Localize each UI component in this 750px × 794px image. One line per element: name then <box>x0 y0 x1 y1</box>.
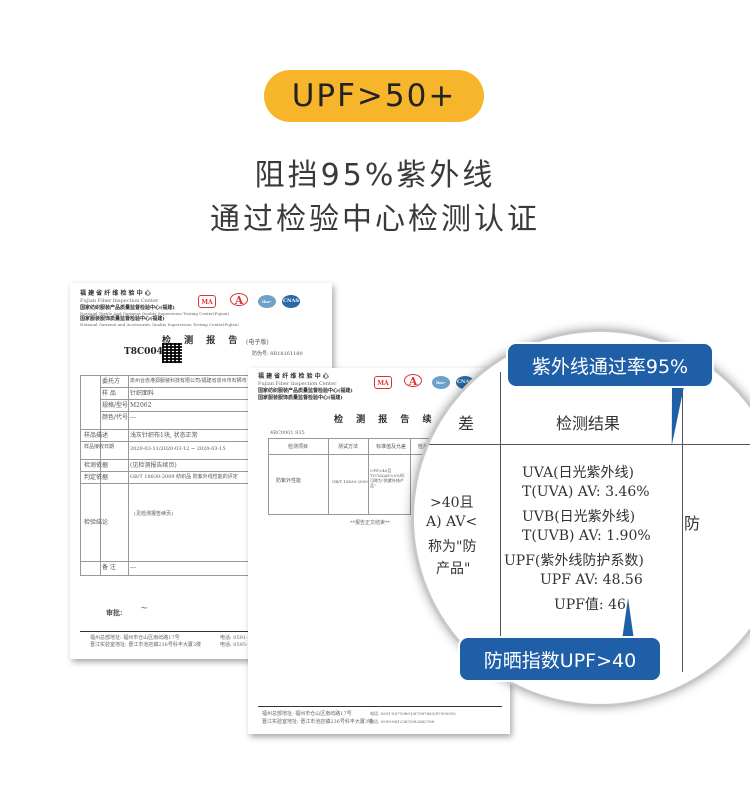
qr-code <box>162 343 182 363</box>
callout-pointer-bottom <box>622 598 634 640</box>
anti-fake-number: 防伪号: 8R18161180 <box>252 351 303 357</box>
footer-tel-1: 电话: 0591-83710801 <box>220 635 274 641</box>
row-value: M2062 <box>130 402 152 409</box>
center-name-2-en: National Garment and Accessories Quality… <box>80 322 239 327</box>
center-name-2: 国家服装服饰质量监督检验中心(福建) <box>258 395 343 401</box>
result-upf-value: UPF值: 46 <box>554 597 626 613</box>
row-value: --- <box>130 564 137 571</box>
footer-tel-2: 电话: 0595-88123670/82682768 <box>370 719 435 724</box>
row-value: 浅灰针织布1块, 状态正常 <box>130 432 198 439</box>
row-label: 委托方 <box>102 378 121 385</box>
org-name: 福 建 省 纤 维 检 验 中 心 <box>80 290 151 297</box>
cma-logo: MA <box>198 295 216 308</box>
result-upf-label: UPF(紫外线防护系数) <box>504 553 644 569</box>
footer-tel-1: 电话: 0591-83710801/87987663/87993992 <box>370 711 456 716</box>
result-uvb-label: UVB(日光紫外线) <box>522 509 636 525</box>
mag-standard-3: 称为"防 <box>428 539 477 555</box>
upf-index-callout: 防晒指数UPF>40 <box>460 638 660 680</box>
row-label: 备 注 <box>102 564 116 571</box>
report-title: 检 测 报 告 <box>162 336 243 346</box>
continuation-title: 检 测 报 告 续 页 <box>334 415 459 425</box>
report-number: 4RC0001 935 <box>270 430 305 436</box>
center-name-1-en: National Textile And Garment Quality Sup… <box>80 311 230 316</box>
row-label: 样品接收日期 <box>84 444 115 450</box>
row-value: 2020-03-11/2020-03-12 ~ 2020-03-15 <box>130 446 226 452</box>
report-barcode: T8C0043 <box>124 347 170 357</box>
approval-label: 审批: <box>106 608 123 617</box>
footer-address-2: 晋江实验室地址: 晋江市池店镇236号科丰大厦3楼 <box>90 642 202 648</box>
row-value: GB/T 18830-2009 纺织品 防紫外线性能的评定 <box>130 474 238 480</box>
row-value: --- <box>130 414 137 421</box>
footer-address-1: 福州总部地址: 福州市仓山区南屿路17号 <box>90 635 180 641</box>
cnas-logo: CNAS <box>282 295 300 308</box>
org-name-en: Fujian Fiber Inspection Center <box>258 381 337 387</box>
mag-standard-1: >40且 <box>430 495 474 511</box>
header-standard: 标准值及允差 <box>376 444 407 450</box>
row-label: 检测依据 <box>84 462 109 469</box>
footer-address-2: 晋江实验室地址: 晋江市池店镇236号科丰大厦3楼 <box>262 719 374 725</box>
header-item: 检测项目 <box>288 444 309 450</box>
result-uva-label: UVA(日光紫外线) <box>522 465 634 481</box>
headline-line2: 通过检验中心检测认证 <box>210 202 540 237</box>
cal-logo: A <box>404 374 422 388</box>
result-upf-av: UPF AV: 48.56 <box>540 572 643 588</box>
mag-header-left: 差 <box>458 414 475 433</box>
edition-label: (电子版) <box>246 339 269 346</box>
row-value: (见检测报告续页) <box>134 511 173 517</box>
center-name-1: 国家纺织服装产品质量监督检验中心(福建) <box>258 388 353 394</box>
row-label: 检验结论 <box>84 519 109 526</box>
footer-tel-2: 电话: 0595-88123670 <box>220 642 274 648</box>
row-label: 规格/型号 <box>102 402 129 409</box>
report-end-note: **报告正文结束** <box>350 520 391 526</box>
signature: ~ <box>140 603 149 614</box>
row-label: 颜色/代号 <box>102 414 129 421</box>
center-name-2: 国家服装服饰质量监督检验中心(福建) <box>80 316 165 322</box>
cell-standard: UPF>40且T(UVA)AV<5%时,可称为"防紫外线产品" <box>370 468 406 488</box>
mag-standard-2: A) AV< <box>426 514 478 530</box>
row-label: 判定依据 <box>84 474 109 481</box>
cell-method: GB/T 18830-2009 <box>332 479 368 484</box>
cal-logo: A <box>230 293 248 307</box>
ilac-logo: ilac-MRA <box>432 376 450 398</box>
mag-header-result: 检测结果 <box>556 414 621 433</box>
row-value: 针织面料 <box>130 390 155 397</box>
mag-standard-4: 产品" <box>436 561 471 577</box>
row-label: 样品描述 <box>84 432 109 439</box>
header-method: 测试方法 <box>338 444 359 450</box>
org-name: 福 建 省 纤 维 检 验 中 心 <box>258 373 329 380</box>
org-name-en: Fujian Fiber Inspection Center <box>80 298 159 304</box>
cma-logo: MA <box>374 376 392 389</box>
mag-right-fragment: 防 <box>684 514 701 533</box>
result-uva-value: T(UVA) AV: 3.46% <box>522 484 650 500</box>
row-label: 样 品 <box>102 390 116 397</box>
headline-line1: 阻挡95%紫外线 <box>254 158 496 193</box>
footer-address-1: 福州总部地址: 福州市仓山区南屿路17号 <box>262 711 352 717</box>
cell-item: 防紫外性能 <box>276 478 302 484</box>
upf-badge: UPF>50+ <box>264 70 484 122</box>
ilac-logo: ilac-MRA <box>258 295 276 317</box>
row-value: 泉州合赤港源服装科技有限公司/福建省泉州市石狮市 <box>130 378 247 384</box>
uv-transmission-callout: 紫外线通过率95% <box>508 344 712 386</box>
row-value: (见检测报告续页) <box>130 462 177 469</box>
result-uvb-value: T(UVB) AV: 1.90% <box>522 528 651 544</box>
center-name-1: 国家纺织服装产品质量监督检验中心(福建) <box>80 305 175 311</box>
